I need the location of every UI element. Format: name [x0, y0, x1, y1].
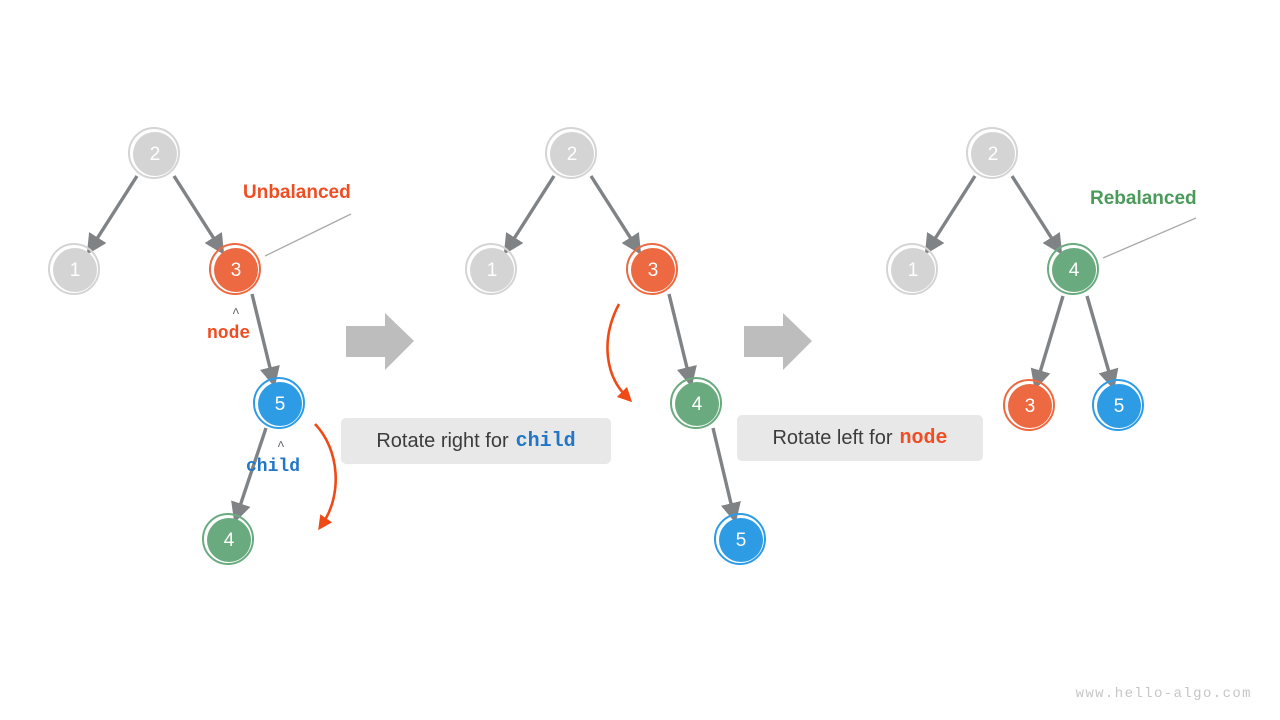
tree-node-5[interactable]: 5 [714, 513, 766, 565]
tree-node-1[interactable]: 1 [465, 243, 517, 295]
node-pointer-caret: ^ [232, 306, 240, 321]
tree-node-2[interactable]: 2 [128, 127, 180, 179]
leader-line-rebalanced [1102, 217, 1197, 259]
step-prefix-text: Rotate right for [376, 429, 509, 452]
step-prefix-text: Rotate left for [772, 426, 893, 449]
tree-node-label: 1 [907, 259, 919, 281]
tree-node-1[interactable]: 1 [886, 243, 938, 295]
tree-node-3[interactable]: 3 [209, 243, 261, 295]
edge-4-to-5 [1085, 295, 1119, 391]
rebalanced-callout: Rebalanced [1090, 188, 1197, 209]
tree-node-2[interactable]: 2 [966, 127, 1018, 179]
edge-2-to-1 [86, 175, 139, 255]
step-target-node: node [899, 426, 948, 450]
tree-node-label: 5 [735, 529, 747, 551]
tree-node-3[interactable]: 3 [626, 243, 678, 295]
edge-3-to-4 [667, 293, 697, 388]
tree-node-label: 3 [230, 259, 242, 281]
tree-node-label: 2 [566, 143, 578, 165]
rotate-left-curve-arrow [606, 303, 633, 403]
step-rotate-left-label: Rotate left for node [737, 415, 983, 461]
tree-node-label: 2 [149, 143, 161, 165]
child-variable-label: child [246, 457, 301, 477]
unbalanced-callout: Unbalanced [243, 182, 351, 203]
edge-2-to-3 [172, 175, 225, 255]
transition-arrow-2 [744, 313, 812, 370]
tree-node-2[interactable]: 2 [545, 127, 597, 179]
tree-node-label: 1 [69, 259, 81, 281]
tree-node-label: 3 [1024, 395, 1036, 417]
tree-node-4[interactable]: 4 [202, 513, 254, 565]
step-rotate-right-label: Rotate right for child [341, 418, 611, 464]
panel-before-edges [86, 175, 352, 531]
edge-3-to-5 [250, 293, 280, 388]
node-variable-label: node [207, 324, 251, 344]
tree-node-label: 3 [647, 259, 659, 281]
tree-node-label: 5 [1113, 395, 1125, 417]
tree-node-label: 2 [987, 143, 999, 165]
tree-node-1[interactable]: 1 [48, 243, 100, 295]
edge-2-to-1 [924, 175, 977, 255]
leader-line-unbalanced [264, 213, 352, 257]
edge-2-to-4 [1010, 175, 1063, 255]
tree-node-3[interactable]: 3 [1003, 379, 1055, 431]
edge-2-to-1 [503, 175, 556, 255]
transition-arrow-1 [346, 313, 414, 370]
tree-node-label: 4 [223, 529, 235, 551]
edge-2-to-3 [589, 175, 642, 255]
tree-node-label: 4 [691, 393, 703, 415]
edge-5-to-4 [231, 427, 268, 523]
step-target-child: child [515, 429, 576, 453]
tree-node-label: 1 [486, 259, 498, 281]
rotate-right-curve-arrow [314, 423, 338, 531]
panel-after-edges [924, 175, 1197, 391]
site-watermark: www.hello-algo.com [1075, 686, 1252, 702]
panel-mid-edges [503, 175, 741, 524]
edge-4-to-5 [711, 427, 741, 524]
tree-node-4[interactable]: 4 [1047, 243, 1099, 295]
tree-node-label: 5 [274, 393, 286, 415]
tree-node-4[interactable]: 4 [670, 377, 722, 429]
tree-node-label: 4 [1068, 259, 1080, 281]
tree-node-5[interactable]: 5 [1092, 379, 1144, 431]
child-pointer-caret: ^ [277, 439, 285, 454]
tree-node-5[interactable]: 5 [253, 377, 305, 429]
edge-4-to-3 [1030, 295, 1065, 391]
